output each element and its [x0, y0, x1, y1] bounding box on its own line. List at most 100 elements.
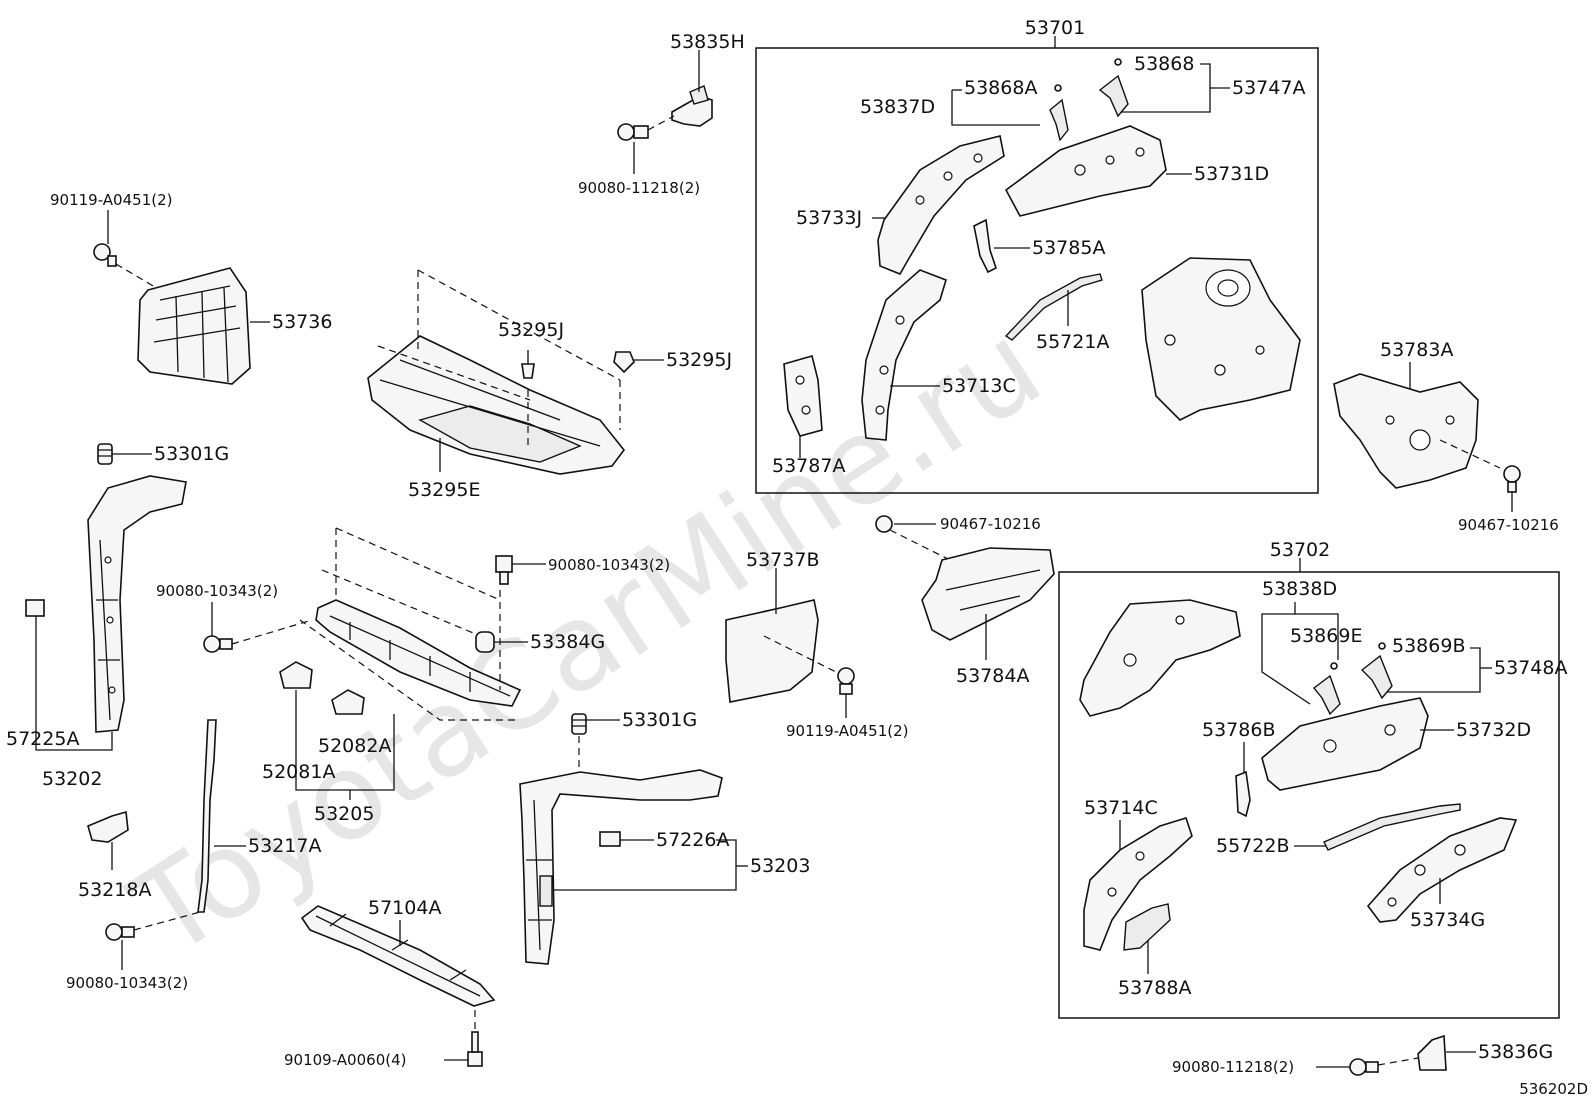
- label-53838D: 53838D: [1262, 578, 1337, 600]
- label-53301G-a: 53301G: [154, 443, 229, 465]
- label-52081A: 52081A: [262, 761, 335, 783]
- cover-53295E: [367, 335, 626, 475]
- label-90080-10343-c: 90080-10343(2): [66, 974, 188, 992]
- label-90119-A0451-top: 90119-A0451(2): [50, 191, 172, 209]
- shield-53737B: [725, 599, 819, 703]
- label-90119-A0451-mid: 90119-A0451(2): [786, 722, 908, 740]
- label-53736: 53736: [272, 311, 332, 333]
- label-53869B: 53869B: [1392, 635, 1465, 657]
- label-53837D: 53837D: [860, 96, 935, 118]
- apron-53713C: [861, 269, 947, 441]
- bracket-52082A: [331, 689, 365, 715]
- bolt-90080-10343-a: [203, 635, 233, 653]
- label-90109-A0060: 90109-A0060(4): [284, 1051, 406, 1069]
- label-57104A: 57104A: [368, 897, 441, 919]
- label-53737B: 53737B: [746, 549, 819, 571]
- label-90080-11218-bot: 90080-11218(2): [1172, 1058, 1294, 1076]
- label-53835H: 53835H: [670, 31, 745, 53]
- label-53733J: 53733J: [796, 207, 862, 229]
- label-53218A: 53218A: [78, 879, 151, 901]
- label-53734G: 53734G: [1410, 909, 1485, 931]
- crossmember-57104A: [300, 905, 496, 1007]
- label-52082A: 52082A: [318, 735, 391, 757]
- label-90080-11218-top: 90080-11218(2): [578, 179, 700, 197]
- apron-53734G: [1366, 817, 1518, 923]
- bolt-53869B: [1378, 642, 1386, 650]
- label-53748A: 53748A: [1494, 657, 1567, 679]
- panel-53731D: [1004, 125, 1167, 217]
- seal-55722B: [1323, 803, 1461, 851]
- label-53217A: 53217A: [248, 835, 321, 857]
- bolt-53868A: [1054, 84, 1062, 92]
- label-53783A: 53783A: [1380, 339, 1453, 361]
- bolt-90467-10216-b: [1503, 465, 1521, 493]
- label-53784A: 53784A: [956, 665, 1029, 687]
- label-53713C: 53713C: [942, 375, 1016, 397]
- label-90080-10343-a: 90080-10343(2): [156, 582, 278, 600]
- clip-53295J-b: [613, 351, 635, 374]
- group-box-53702: [1058, 571, 1560, 1019]
- label-53868A: 53868A: [964, 77, 1037, 99]
- rod-53217A: [197, 719, 217, 913]
- group-label-53702: 53702: [1270, 539, 1330, 561]
- bolt-90080-11218-bot: [1349, 1058, 1379, 1076]
- label-53868: 53868: [1134, 53, 1194, 75]
- bolt-53868: [1114, 58, 1122, 66]
- clip-57226A: [599, 831, 621, 847]
- support-53205: [315, 599, 522, 707]
- clip-53295J-a: [521, 350, 535, 379]
- label-53788A: 53788A: [1118, 977, 1191, 999]
- label-53202: 53202: [42, 768, 102, 790]
- label-53732D: 53732D: [1456, 719, 1531, 741]
- bracket-52081A: [279, 661, 313, 689]
- label-90467-10216-b: 90467-10216: [1458, 516, 1559, 534]
- apron-53733J: [877, 135, 1005, 276]
- rubber-53301G-b: [571, 713, 587, 735]
- label-53714C: 53714C: [1084, 797, 1158, 819]
- rubber-53301G-a: [97, 443, 113, 465]
- bracket-53835H: [671, 85, 713, 127]
- label-53295J-b: 53295J: [666, 349, 732, 371]
- panel-53783A: [1333, 373, 1479, 489]
- bolt-53869E: [1330, 662, 1338, 670]
- label-53787A: 53787A: [772, 455, 845, 477]
- label-53205: 53205: [314, 803, 374, 825]
- bolt-90109-A0060: [467, 1031, 483, 1067]
- label-53836G: 53836G: [1478, 1041, 1553, 1063]
- label-55721A: 55721A: [1036, 331, 1109, 353]
- bracket-53836G: [1417, 1034, 1447, 1071]
- bolt-90119-A0451-mid: [837, 667, 855, 695]
- panel-53784A: [921, 547, 1055, 641]
- label-53785A: 53785A: [1032, 237, 1105, 259]
- label-55722B: 55722B: [1216, 835, 1289, 857]
- label-53301G-b: 53301G: [622, 709, 697, 731]
- bracket-53747A: [1098, 74, 1129, 118]
- group-label-53701: 53701: [1025, 17, 1085, 39]
- brace-53788A: [1123, 903, 1171, 951]
- label-53384G: 53384G: [530, 631, 605, 653]
- label-90080-10343-b: 90080-10343(2): [548, 556, 670, 574]
- seal-55721A: [1004, 273, 1103, 341]
- diagram-code: 536202D: [1519, 1080, 1588, 1098]
- support-53202: [87, 475, 187, 733]
- panel-53736: [137, 267, 251, 385]
- bracket-53786B: [1235, 770, 1251, 818]
- bolt-90119-A0451-top: [93, 243, 117, 267]
- bracket-53218A: [87, 810, 129, 843]
- support-53203: [519, 769, 723, 965]
- label-53869E: 53869E: [1290, 625, 1362, 647]
- bolt-90080-11218-top: [617, 123, 649, 141]
- clip-57225A: [25, 599, 45, 617]
- label-53295E: 53295E: [408, 479, 480, 501]
- label-53786B: 53786B: [1202, 719, 1275, 741]
- housing-53701-main: [1141, 257, 1301, 421]
- label-53731D: 53731D: [1194, 163, 1269, 185]
- bracket-53785A: [973, 218, 997, 274]
- label-90467-10216-a: 90467-10216: [940, 515, 1041, 533]
- label-53203: 53203: [750, 855, 810, 877]
- panel-53732D: [1261, 697, 1429, 791]
- housing-53702-main: [1079, 599, 1241, 717]
- label-57226A: 57226A: [656, 829, 729, 851]
- label-53295J-a: 53295J: [498, 319, 564, 341]
